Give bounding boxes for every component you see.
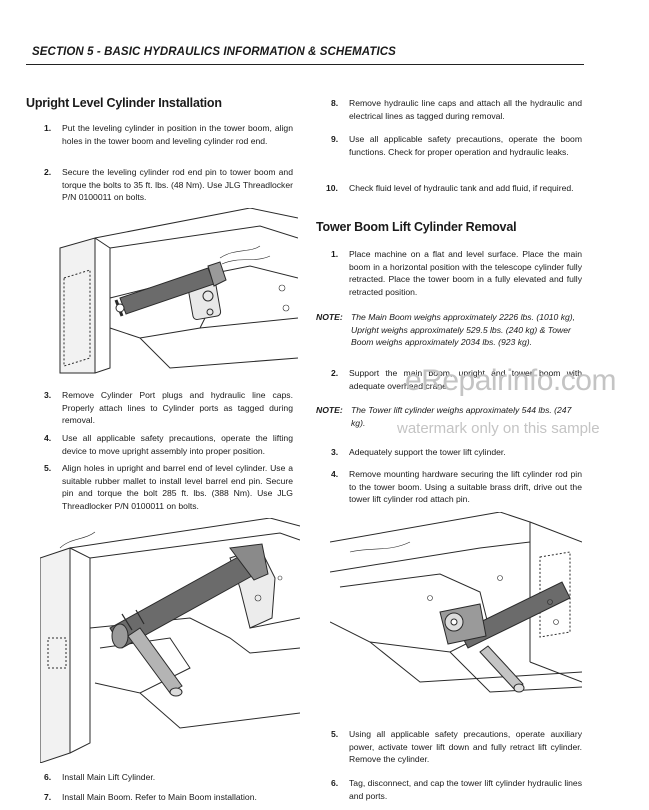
step-text: Place machine on a flat and level surfac…: [349, 249, 582, 297]
step-text: Install Main Lift Cylinder.: [62, 772, 156, 782]
level-cylinder-figure: [59, 208, 298, 374]
step-number: 2.: [44, 167, 52, 177]
step-text: Remove Cylinder Port plugs and hydraulic…: [62, 390, 293, 425]
step-text: Remove hydraulic line caps and attach al…: [349, 98, 582, 121]
section-header: SECTION 5 - BASIC HYDRAULICS INFORMATION…: [26, 44, 584, 65]
note-label: NOTE:: [316, 405, 343, 415]
step-number: 7.: [44, 792, 52, 802]
step-text: Use all applicable safety precautions, o…: [349, 134, 582, 157]
left-heading: Upright Level Cylinder Installation: [26, 96, 222, 110]
step-text: Remove mounting hardware securing the li…: [349, 469, 582, 504]
step-text: Use all applicable safety precautions, o…: [62, 433, 293, 456]
step-number: 8.: [331, 98, 339, 108]
right-heading: Tower Boom Lift Cylinder Removal: [316, 220, 517, 234]
step-text: Align holes in upright and barrel end of…: [62, 463, 293, 511]
section-title: SECTION 5 - BASIC HYDRAULICS INFORMATION…: [32, 46, 396, 58]
watermark-site: eRepairinfo.com: [405, 364, 616, 397]
step-number: 5.: [331, 729, 339, 739]
note-text: The Main Boom weighs approximately 2226 …: [351, 312, 576, 347]
step-number: 9.: [331, 134, 339, 144]
step-number: 6.: [331, 778, 339, 788]
step-text: Install Main Boom. Refer to Main Boom in…: [62, 792, 257, 802]
step-number: 6.: [44, 772, 52, 782]
step-number: 2.: [331, 368, 339, 378]
step-number: 3.: [331, 447, 339, 457]
watermark-notice: watermark only on this sample: [397, 420, 600, 437]
step-number: 10.: [326, 183, 338, 193]
step-text: Support the main boom, upright and tower…: [349, 368, 582, 391]
note-label: NOTE:: [316, 312, 343, 322]
step-text: Check fluid level of hydraulic tank and …: [349, 183, 574, 193]
step-text: Adequately support the tower lift cylind…: [349, 447, 506, 457]
level-barrel-pin-figure: [40, 518, 300, 763]
step-number: 4.: [331, 469, 339, 479]
step-text: Using all applicable safety precautions,…: [349, 729, 582, 764]
step-number: 3.: [44, 390, 52, 400]
step-number: 5.: [44, 463, 52, 473]
step-text: Put the leveling cylinder in position in…: [62, 123, 293, 146]
step-number: 1.: [44, 123, 52, 133]
step-text: Tag, disconnect, and cap the tower lift …: [349, 778, 582, 801]
tower-lift-cylinder-figure: [330, 512, 582, 693]
step-number: 1.: [331, 249, 339, 259]
step-number: 4.: [44, 433, 52, 443]
note-text: The Tower lift cylinder weighs approxima…: [351, 405, 572, 428]
step-text: Secure the leveling cylinder rod end pin…: [62, 167, 293, 202]
